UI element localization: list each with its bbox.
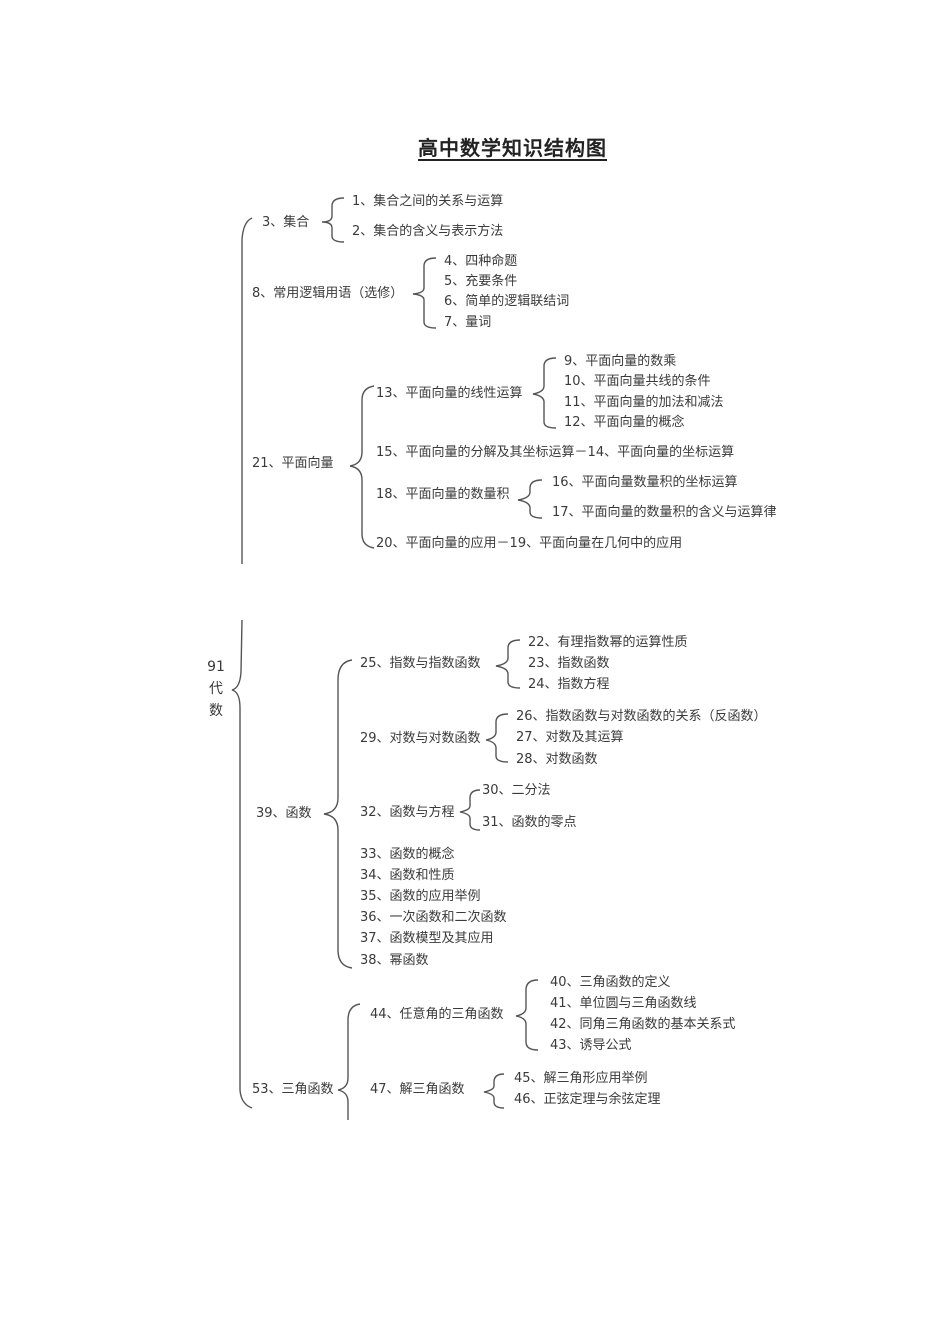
bracket-n3 xyxy=(321,197,345,243)
bracket-n39 xyxy=(323,659,353,969)
node-32: 32、函数与方程 xyxy=(360,805,455,820)
node-25: 25、指数与指数函数 xyxy=(360,656,481,671)
node-33: 33、函数的概念 xyxy=(360,847,455,862)
root-char-2: 数 xyxy=(209,703,223,719)
bracket-n18 xyxy=(517,479,543,519)
bracket-n29 xyxy=(485,713,509,763)
node-8: 8、常用逻辑用语（选修） xyxy=(252,286,404,301)
node-10: 10、平面向量共线的条件 xyxy=(564,374,711,389)
node-18: 18、平面向量的数量积 xyxy=(376,487,510,502)
node-44: 44、任意角的三角函数 xyxy=(370,1007,504,1022)
node-15: 15、平面向量的分解及其坐标运算－14、平面向量的坐标运算 xyxy=(376,445,735,460)
bracket-n32 xyxy=(459,789,481,831)
root-number: 91 xyxy=(207,659,225,675)
node-28: 28、对数函数 xyxy=(516,752,598,767)
node-1: 1、集合之间的关系与运算 xyxy=(352,194,504,209)
node-11: 11、平面向量的加法和减法 xyxy=(564,395,724,410)
node-16: 16、平面向量数量积的坐标运算 xyxy=(552,475,738,490)
node-17: 17、平面向量的数量积的含义与运算律 xyxy=(552,505,777,520)
node-37: 37、函数模型及其应用 xyxy=(360,931,494,946)
node-39: 39、函数 xyxy=(256,806,312,821)
node-43: 43、诱导公式 xyxy=(550,1038,632,1053)
node-3: 3、集合 xyxy=(262,215,310,230)
node-38: 38、幂函数 xyxy=(360,953,429,968)
node-2: 2、集合的含义与表示方法 xyxy=(352,224,504,239)
node-13: 13、平面向量的线性运算 xyxy=(376,386,523,401)
bracket-n25 xyxy=(495,639,521,689)
node-27: 27、对数及其运算 xyxy=(516,730,624,745)
node-45: 45、解三角形应用举例 xyxy=(514,1071,648,1086)
node-5: 5、充要条件 xyxy=(444,274,518,289)
bracket-n21 xyxy=(349,385,375,549)
node-23: 23、指数函数 xyxy=(528,656,610,671)
node-9: 9、平面向量的数乘 xyxy=(564,354,677,369)
root-label: 91 代 数 xyxy=(206,656,226,722)
root-bracket-top xyxy=(241,217,253,564)
diagram-title: 高中数学知识结构图 xyxy=(418,136,607,160)
node-40: 40、三角函数的定义 xyxy=(550,975,671,990)
node-30: 30、二分法 xyxy=(482,783,551,798)
bracket-n8 xyxy=(412,257,437,329)
node-12: 12、平面向量的概念 xyxy=(564,415,685,430)
root-bracket-bottom xyxy=(231,619,253,1109)
node-24: 24、指数方程 xyxy=(528,677,610,692)
node-29: 29、对数与对数函数 xyxy=(360,731,481,746)
node-47: 47、解三角函数 xyxy=(370,1082,465,1097)
node-34: 34、函数和性质 xyxy=(360,868,455,883)
node-53: 53、三角函数 xyxy=(252,1082,334,1097)
node-42: 42、同角三角函数的基本关系式 xyxy=(550,1017,736,1032)
node-22: 22、有理指数幂的运算性质 xyxy=(528,635,688,650)
node-26: 26、指数函数与对数函数的关系（反函数） xyxy=(516,709,767,724)
node-7: 7、量词 xyxy=(444,315,492,330)
bracket-n53 xyxy=(337,1003,361,1120)
node-4: 4、四种命题 xyxy=(444,254,518,269)
bracket-n13 xyxy=(532,357,557,429)
root-char-1: 代 xyxy=(209,681,223,697)
node-6: 6、简单的逻辑联结词 xyxy=(444,294,570,309)
node-20: 20、平面向量的应用－19、平面向量在几何中的应用 xyxy=(376,536,683,551)
bracket-n44 xyxy=(515,979,539,1051)
node-36: 36、一次函数和二次函数 xyxy=(360,910,507,925)
node-31: 31、函数的零点 xyxy=(482,815,577,830)
node-46: 46、正弦定理与余弦定理 xyxy=(514,1092,661,1107)
node-21: 21、平面向量 xyxy=(252,456,334,471)
node-41: 41、单位圆与三角函数线 xyxy=(550,996,697,1011)
bracket-n47 xyxy=(483,1073,505,1109)
node-35: 35、函数的应用举例 xyxy=(360,889,481,904)
